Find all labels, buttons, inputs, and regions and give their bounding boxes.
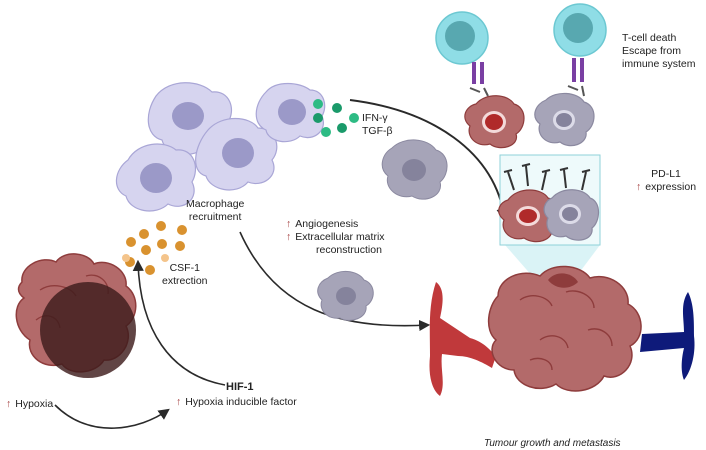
grey-cell: [317, 271, 374, 321]
arrow-cytokines-to-pdl1: [349, 99, 511, 223]
vein: [640, 292, 695, 380]
main-tumour: [487, 265, 642, 392]
cytokine-molecules: [313, 99, 359, 137]
cytokine-label: IFN-γ TGF-β: [362, 112, 393, 137]
increase-arrow-icon: ↑: [286, 218, 292, 230]
pdl1-tumour-cell-grey: [543, 167, 600, 241]
angiogenesis-label: ↑Angiogenesis ↑Extracellular matrix reco…: [286, 218, 385, 256]
arrow-hif1-to-csf1: [132, 259, 226, 386]
tumour-cell-red: [464, 95, 525, 149]
tcell-death-label: T-cell death Escape from immune system: [622, 32, 696, 70]
hypoxia-label: ↑Hypoxia: [6, 398, 54, 410]
pdl1-label: PD-L1 ↑expression: [636, 168, 697, 193]
pdl1-tumour-cell-red: [498, 163, 560, 243]
grey-cell: [381, 139, 448, 200]
hypoxic-core: [40, 282, 136, 378]
hif1-title: HIF-1: [226, 381, 254, 393]
csf1-molecules: [122, 221, 187, 275]
increase-arrow-icon: ↑: [176, 396, 182, 408]
macrophage-cell: [255, 82, 326, 143]
tumour-cell-grey: [534, 92, 595, 147]
arrow-macrophage-to-tumour-growth: [239, 231, 431, 332]
increase-arrow-icon: ↑: [636, 181, 642, 193]
artery: [429, 282, 496, 396]
tumour-growth-caption: Tumour growth and metastasis: [484, 438, 621, 449]
arrow-hypoxia-to-hif1: [54, 404, 170, 429]
increase-arrow-icon: ↑: [286, 231, 292, 243]
macrophage-cell: [115, 143, 197, 212]
t-cell: [553, 3, 607, 97]
increase-arrow-icon: ↑: [6, 398, 12, 410]
hypoxia-factor-label: ↑Hypoxia inducible factor: [176, 396, 297, 408]
csf1-label: CSF-1 extrection: [162, 262, 208, 287]
macrophage-recruitment-label: Macrophage recruitment: [186, 198, 245, 223]
macrophage-cell: [195, 117, 278, 191]
hypoxic-tumour: [15, 253, 137, 378]
t-cell: [435, 11, 489, 97]
